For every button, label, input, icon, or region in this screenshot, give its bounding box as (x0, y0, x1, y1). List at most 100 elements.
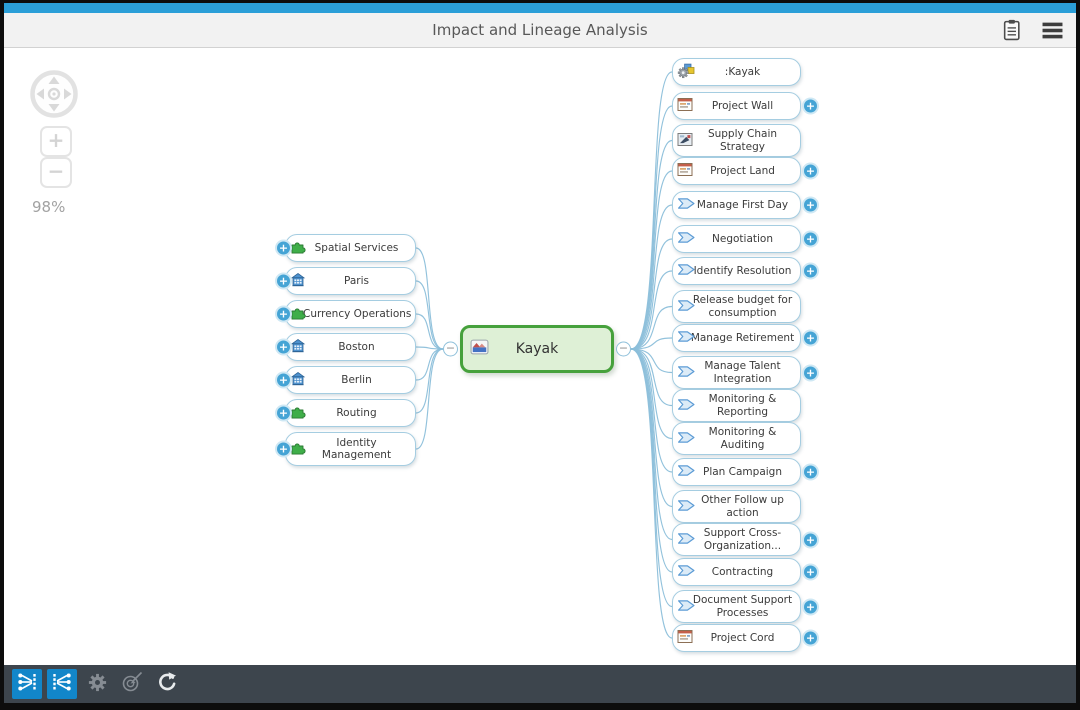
node-release-budget-for-consumption[interactable]: Release budget for consumption (672, 290, 801, 323)
node-spatial-services[interactable]: Spatial Services + (277, 234, 416, 262)
expand-icon[interactable]: + (804, 164, 817, 178)
node-berlin[interactable]: Berlin + (277, 366, 416, 394)
expand-icon[interactable]: + (804, 600, 817, 613)
process-arrow-icon (677, 263, 696, 279)
node-label: Contracting (711, 565, 774, 578)
gear-model-icon (677, 63, 695, 82)
expand-icon[interactable]: + (277, 241, 290, 255)
node-contracting[interactable]: Contracting + (672, 558, 817, 586)
node-document-support-processes[interactable]: Document Support Processes + (672, 590, 817, 623)
node-identity-management[interactable]: Identity Management + (277, 432, 416, 466)
node-label: Routing (336, 406, 377, 419)
expand-icon[interactable]: + (804, 99, 817, 113)
center-connector-left[interactable]: − (443, 341, 458, 357)
expand-icon[interactable]: + (277, 373, 290, 387)
process-arrow-icon (677, 599, 696, 615)
expand-icon[interactable]: + (804, 331, 817, 345)
menu-icon[interactable] (1040, 18, 1064, 42)
expand-icon[interactable]: + (277, 307, 290, 321)
node-currency-operations[interactable]: Currency Operations + (277, 300, 416, 328)
process-arrow-icon (677, 464, 696, 480)
node-kayak-center[interactable]: Kayak − − (443, 325, 631, 373)
node-identify-resolution[interactable]: Identify Resolution + (672, 257, 817, 285)
node-label: Other Follow up action (701, 494, 784, 519)
target-icon (121, 671, 143, 697)
center-connector-right[interactable]: − (616, 341, 631, 357)
node-monitoring-reporting[interactable]: Monitoring & Reporting (672, 389, 801, 422)
expand-icon[interactable]: + (277, 442, 290, 456)
node-project-cord[interactable]: Project Cord + (672, 624, 817, 652)
node-label: Boston (338, 340, 375, 353)
node-label: Project Land (710, 164, 775, 177)
pan-compass-icon[interactable] (28, 68, 80, 120)
process-arrow-icon (677, 431, 696, 447)
strategy-icon (677, 132, 693, 149)
node-manage-talent-integration[interactable]: Manage Talent Integration + (672, 356, 817, 389)
expand-icon[interactable]: + (804, 232, 817, 246)
node-support-cross-organization[interactable]: Support Cross-Organization... + (672, 523, 817, 556)
node-boston[interactable]: Boston + (277, 333, 416, 361)
node-kayak-instance[interactable]: :Kayak (672, 58, 801, 86)
node-negotiation[interactable]: Negotiation + (672, 225, 817, 253)
process-arrow-icon (677, 499, 696, 515)
building-icon (290, 371, 306, 390)
expand-icon[interactable]: + (804, 465, 817, 479)
expand-icon[interactable]: + (804, 264, 817, 278)
building-icon (290, 272, 306, 291)
node-label: Manage First Day (696, 198, 789, 211)
header: Impact and Lineage Analysis (4, 13, 1076, 48)
node-other-follow-up-action[interactable]: Other Follow up action (672, 490, 801, 523)
node-label: Identity Management (321, 436, 392, 461)
expand-icon[interactable]: + (277, 274, 290, 288)
puzzle-icon (290, 305, 306, 324)
zoom-in-button[interactable]: + (40, 126, 72, 157)
node-label: Identify Resolution (693, 264, 792, 277)
node-label: Spatial Services (314, 241, 399, 254)
node-project-land[interactable]: Project Land + (672, 157, 817, 185)
focus-target-button[interactable] (117, 669, 147, 699)
page-title: Impact and Lineage Analysis (432, 21, 648, 39)
clipboard-icon[interactable] (1000, 18, 1024, 42)
bottom-toolbar (4, 665, 1076, 703)
node-project-wall[interactable]: Project Wall + (672, 92, 817, 120)
process-arrow-icon (677, 564, 696, 580)
expand-icon[interactable]: + (277, 406, 290, 420)
refresh-button[interactable] (152, 669, 182, 699)
process-arrow-icon (677, 532, 696, 548)
refresh-icon (156, 671, 178, 697)
node-monitoring-auditing[interactable]: Monitoring & Auditing (672, 422, 801, 455)
model-icon (470, 339, 489, 360)
node-supply-chain-strategy[interactable]: Supply Chain Strategy (672, 124, 801, 157)
zoom-out-button[interactable]: − (40, 157, 72, 188)
expand-icon[interactable]: + (804, 366, 817, 379)
expand-icon[interactable]: + (804, 198, 817, 212)
process-arrow-icon (677, 197, 696, 213)
node-routing[interactable]: Routing + (277, 399, 416, 427)
fan-in-layout-button[interactable] (12, 669, 42, 699)
expand-icon[interactable]: + (277, 340, 290, 354)
node-label: Plan Campaign (702, 465, 782, 478)
node-manage-retirement[interactable]: Manage Retirement + (672, 324, 817, 352)
node-paris[interactable]: Paris + (277, 267, 416, 295)
node-label: Document Support Processes (692, 594, 793, 619)
diagram-canvas: + − 98% Kayak − − Spatial Services + Par… (4, 48, 1076, 665)
center-node-label: Kayak (515, 341, 559, 357)
puzzle-icon (290, 239, 306, 258)
project-icon (677, 98, 693, 115)
node-label: Berlin (341, 373, 372, 386)
node-plan-campaign[interactable]: Plan Campaign + (672, 458, 817, 486)
expand-icon[interactable]: + (804, 533, 817, 546)
node-label: Release budget for consumption (692, 294, 793, 319)
node-label: Monitoring & Auditing (708, 426, 777, 451)
node-manage-first-day[interactable]: Manage First Day + (672, 191, 817, 219)
expand-icon[interactable]: + (804, 631, 817, 645)
fan-out-layout-button[interactable] (47, 669, 77, 699)
settings-button[interactable] (82, 669, 112, 699)
node-label: Negotiation (712, 232, 773, 245)
fan-in-icon (16, 671, 38, 697)
puzzle-icon (290, 404, 306, 423)
expand-icon[interactable]: + (804, 565, 817, 579)
fan-out-icon (51, 671, 73, 697)
node-label: Monitoring & Reporting (708, 393, 777, 418)
project-icon (677, 630, 693, 647)
